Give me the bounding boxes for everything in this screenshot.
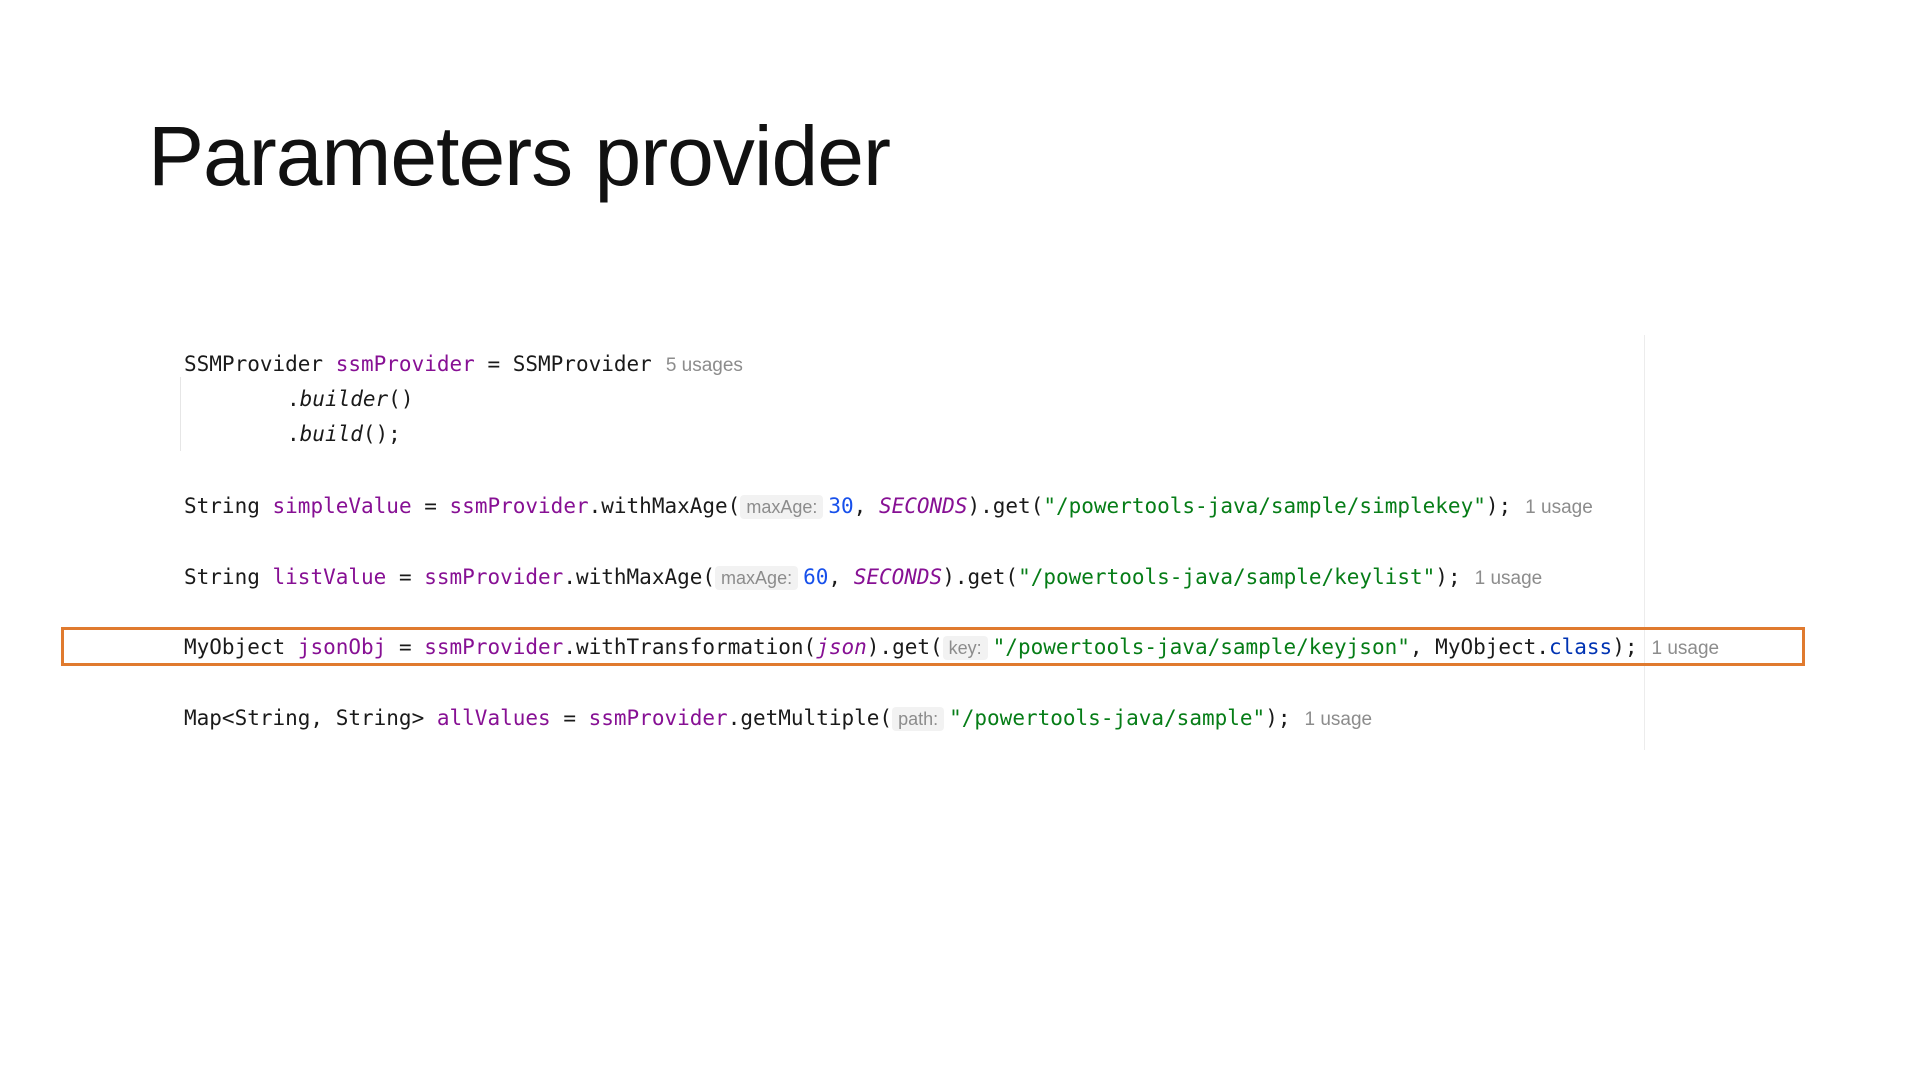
code-line-list-value[interactable]: String listValue = ssmProvider.withMaxAg…	[184, 562, 1542, 594]
method-call: ).get(	[967, 494, 1044, 518]
code-line-simple-value[interactable]: String simpleValue = ssmProvider.withMax…	[184, 491, 1593, 523]
number-literal: 60	[803, 565, 829, 589]
code-text: .	[287, 387, 300, 411]
method-call: ).get(	[942, 565, 1019, 589]
right-margin-guide	[1644, 335, 1645, 750]
parameter-hint: key:	[942, 636, 988, 660]
variable-name[interactable]: allValues	[436, 706, 551, 730]
code-text: );	[1265, 706, 1291, 730]
number-literal: 30	[828, 494, 854, 518]
method-call: .withMaxAge(	[563, 565, 716, 589]
constant-name: SECONDS	[853, 565, 943, 589]
code-text: =	[386, 635, 425, 659]
code-text: = SSMProvider	[474, 352, 652, 376]
method-call: .withMaxAge(	[588, 494, 741, 518]
code-line-builder[interactable]: .builder()	[287, 384, 413, 414]
method-name: builder	[299, 387, 389, 411]
code-text: , MyObject.	[1409, 635, 1549, 659]
object-reference: ssmProvider	[424, 565, 564, 589]
code-text: .	[287, 422, 300, 446]
type-name: String	[184, 565, 273, 589]
argument-name: json	[816, 635, 867, 659]
code-text: );	[1612, 635, 1638, 659]
code-text: ,	[828, 565, 854, 589]
string-literal: "/powertools-java/sample"	[949, 706, 1266, 730]
usages-hint[interactable]: 1 usage	[1525, 497, 1593, 518]
variable-name[interactable]: simpleValue	[272, 494, 412, 518]
usages-hint[interactable]: 5 usages	[665, 355, 743, 376]
code-text: =	[386, 565, 425, 589]
string-literal: "/powertools-java/sample/keylist"	[1018, 565, 1436, 589]
code-line-ssmprovider-declaration[interactable]: SSMProvider ssmProvider = SSMProvider 5 u…	[184, 349, 743, 381]
string-literal: "/powertools-java/sample/simplekey"	[1043, 494, 1486, 518]
type-name: String	[184, 494, 273, 518]
usages-hint[interactable]: 1 usage	[1304, 709, 1373, 730]
code-text: );	[1435, 565, 1461, 589]
string-literal: "/powertools-java/sample/keyjson"	[992, 635, 1410, 659]
method-name: build	[299, 422, 363, 446]
variable-name[interactable]: jsonObj	[297, 635, 387, 659]
usages-hint[interactable]: 1 usage	[1651, 638, 1720, 659]
object-reference: ssmProvider	[424, 635, 564, 659]
code-line-build[interactable]: .build();	[287, 419, 401, 449]
type-name: SSMProvider	[184, 352, 336, 376]
parameter-hint: maxAge:	[740, 495, 824, 519]
method-call: ).get(	[866, 635, 943, 659]
constant-name: SECONDS	[878, 494, 968, 518]
code-text: =	[550, 706, 589, 730]
slide-title: Parameters provider	[148, 109, 891, 203]
highlight-box	[61, 627, 1805, 666]
parameter-hint: maxAge:	[715, 566, 799, 590]
code-text: );	[1485, 494, 1512, 518]
code-text: ();	[362, 422, 401, 446]
parameter-hint: path:	[892, 707, 945, 731]
code-text: ,	[853, 494, 879, 518]
object-reference: ssmProvider	[449, 494, 589, 518]
variable-name[interactable]: listValue	[272, 565, 387, 589]
code-line-json-object[interactable]: MyObject jsonObj = ssmProvider.withTrans…	[184, 632, 1719, 664]
method-call: .getMultiple(	[727, 706, 893, 730]
method-call: .withTransformation(	[563, 635, 817, 659]
code-text: =	[411, 494, 450, 518]
type-name: MyObject	[184, 635, 298, 659]
object-reference: ssmProvider	[588, 706, 728, 730]
class-keyword: class	[1548, 635, 1613, 659]
variable-name[interactable]: ssmProvider	[335, 352, 475, 376]
code-line-all-values[interactable]: Map<String, String> allValues = ssmProvi…	[184, 703, 1372, 735]
type-name: Map<String, String>	[184, 706, 437, 730]
usages-hint[interactable]: 1 usage	[1474, 568, 1543, 589]
code-text: ()	[388, 387, 414, 411]
indent-guide	[180, 377, 181, 451]
